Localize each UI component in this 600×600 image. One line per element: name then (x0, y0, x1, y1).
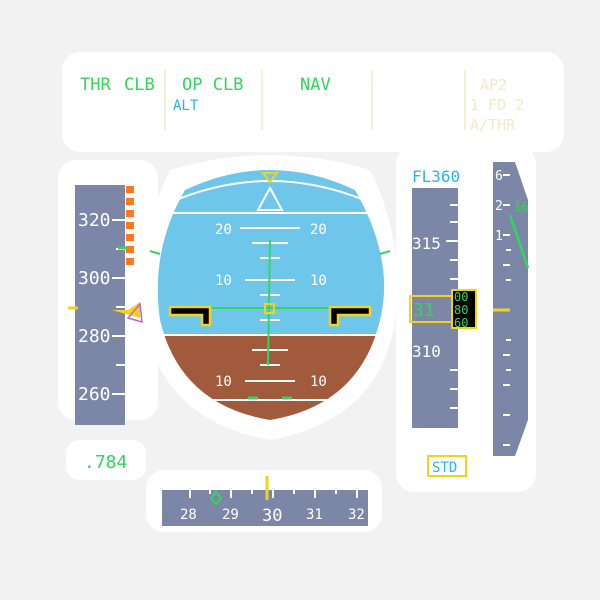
pitch-m10-left: 10 (215, 374, 232, 390)
altitude-tick-310: 310 (412, 342, 441, 361)
fma-panel: THR CLB OP CLB ALT NAV AP2 1 FD 2 A/THR (80, 70, 524, 134)
speed-tick-320: 320 (78, 210, 111, 231)
altitude-target: FL360 (412, 167, 460, 186)
heading-tick-31: 31 (306, 507, 323, 523)
speed-tick-260: 260 (78, 384, 111, 405)
aircraft-center-dot (264, 303, 275, 314)
speed-tape: 320 300 280 260 (68, 185, 143, 425)
fma-nav: NAV (300, 75, 331, 95)
pitch-10-left: 10 (215, 273, 232, 289)
altitude-drum-top: 00 (454, 290, 468, 304)
heading-tick-29: 29 (222, 507, 239, 523)
vs-needle (508, 214, 530, 269)
bank-pointer (260, 172, 280, 184)
aircraft-symbol-left (168, 305, 212, 327)
speed-tick-300: 300 (78, 268, 111, 289)
aircraft-symbol-right (328, 305, 372, 327)
fma-ap: AP2 (480, 76, 507, 94)
altitude-tick-315: 315 (412, 234, 441, 253)
fma-thr: THR (80, 75, 111, 95)
fma-fd: 1 FD 2 (470, 96, 524, 114)
mach-number: .784 (84, 452, 127, 473)
fma-clb: CLB (124, 75, 155, 95)
altitude-tape: FL360 315 310 31 00 80 60 STD (409, 167, 477, 477)
fma-alt-armed: ALT (173, 98, 199, 114)
speed-target-marker (126, 302, 143, 324)
fd-roll-bar (267, 239, 271, 366)
heading-tick-28: 28 (180, 507, 197, 523)
pitch-m10-right: 10 (310, 374, 327, 390)
speed-tick-280: 280 (78, 326, 111, 347)
heading-tape: 28 29 30 31 32 (162, 476, 368, 526)
vs-tick-6: 6 (495, 169, 503, 184)
baro-box (427, 455, 467, 477)
speed-reference-marker (112, 302, 140, 318)
fma-athr: A/THR (470, 116, 516, 134)
altitude-drum-bot: 60 (454, 316, 468, 330)
heading-tick-32: 32 (348, 507, 365, 523)
track-diamond (209, 490, 223, 506)
pitch-10-right: 10 (310, 273, 327, 289)
pitch-20-right: 20 (310, 222, 327, 238)
bank-limit-left (149, 250, 161, 255)
vs-tick-1: 1 (495, 229, 503, 244)
baro-std: STD (432, 460, 457, 476)
vs-tick-2: 2 (495, 199, 503, 214)
overspeed-barber-pole (126, 186, 134, 265)
pitch-20-left: 20 (215, 222, 232, 238)
fma-op-clb: OP CLB (182, 75, 243, 95)
bank-limit-right (379, 250, 391, 255)
heading-tick-30: 30 (262, 506, 282, 526)
altitude-drum (451, 289, 477, 329)
vertical-speed-indicator: 6 2 1 16 (493, 162, 530, 456)
vs-value: 16 (514, 200, 528, 214)
roll-index (256, 185, 284, 211)
altitude-drum-mid: 80 (454, 303, 468, 317)
altitude-current: 31 (413, 300, 435, 321)
